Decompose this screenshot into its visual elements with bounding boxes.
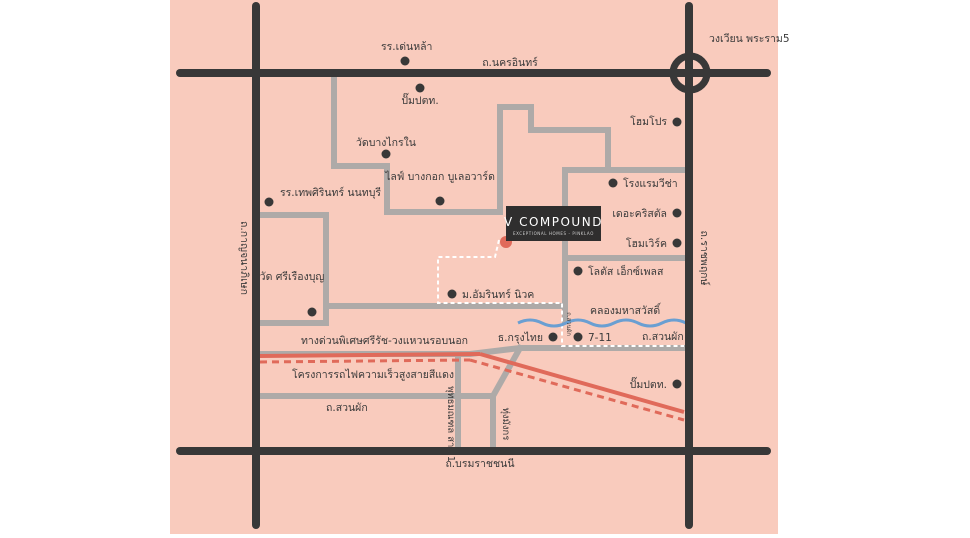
label-seven: 7-11 — [588, 332, 612, 344]
label-road-bottom: ถ.บรมราชชนนี — [445, 457, 514, 470]
dot-ravicha — [608, 178, 618, 188]
project-tagline: EXCEPTIONAL HOMES - PINKLAO — [513, 231, 594, 236]
label-soi-small: ถ.สวนผัก — [565, 312, 572, 336]
label-suan-phak-right: ถ.สวนผัก — [642, 331, 684, 343]
minor-road-center — [497, 104, 611, 215]
label-phutthamonthon: พุทธมณฑล สาย 1 — [445, 386, 456, 462]
label-lotus: โลตัส เอ็กซ์เพลส — [588, 264, 664, 278]
rail-dash-east — [469, 358, 685, 422]
dot-homepro — [672, 117, 682, 127]
minor-road-wat — [331, 70, 503, 215]
label-road-right: ถ.ราชพฤกษ์ — [698, 231, 711, 286]
label-krungthai: ธ.กรุงไทย — [498, 331, 543, 344]
label-ravicha: โรงแรมวีช่า — [623, 177, 678, 190]
label-pump2: ปั๊มปตท. — [630, 376, 667, 391]
label-road-top: ถ.นครอินทร์ — [482, 56, 538, 69]
canal-line — [517, 318, 687, 328]
map-canvas: V COMPOUND EXCEPTIONAL HOMES - PINKLAO ถ… — [170, 0, 790, 534]
route-path — [437, 239, 684, 347]
label-crystal: เดอะคริสตัล — [612, 208, 667, 220]
label-suan-phak-left: ถ.สวนผัก — [326, 402, 368, 414]
dot-tenla — [400, 56, 410, 66]
label-tenla: รร.เด่นหล้า — [381, 41, 432, 53]
dot-seven — [573, 332, 583, 342]
dot-amarin — [447, 289, 457, 299]
dot-krungthai — [548, 332, 558, 342]
dot-lotus — [573, 266, 583, 276]
dot-pump1 — [415, 83, 425, 93]
map-background — [170, 0, 778, 534]
dot-homework — [672, 238, 682, 248]
label-thepsirin: รร.เทพศิรินทร์ นนทบุรี — [280, 186, 381, 199]
roundabout — [669, 52, 711, 94]
label-expressway: ทางด่วนพิเศษศรีรัช-วงแหวนรอบนอก — [301, 334, 468, 347]
label-thung-mangkon: ทุ่งมังกร — [500, 408, 511, 441]
minor-roads — [253, 70, 687, 453]
dot-thepsirin — [264, 197, 274, 207]
location-map: V COMPOUND EXCEPTIONAL HOMES - PINKLAO ถ… — [170, 0, 790, 534]
label-wat-bang-krai: วัดบางไกรใน — [356, 136, 416, 149]
place-markers — [264, 56, 682, 389]
project-logo-background — [506, 206, 601, 241]
label-homework: โฮมเวิร์ค — [626, 237, 667, 250]
dot-pump2 — [672, 379, 682, 389]
dot-lifestyle — [435, 196, 445, 206]
label-circle-line1: วงเวียน พระราม5 — [709, 32, 790, 45]
dot-wat-sri-rueang — [307, 307, 317, 317]
label-road-left: ถ.กาญจนาภิเษก — [238, 221, 250, 295]
label-rail: โครงการรถไฟความเร็วสูงสายสีแดง — [292, 367, 454, 381]
rail-line-west — [259, 352, 481, 358]
label-homepro: โฮมโปร — [630, 115, 667, 128]
minor-road-thepsirin — [253, 212, 329, 326]
project-logo-box: V COMPOUND EXCEPTIONAL HOMES - PINKLAO — [504, 206, 603, 241]
project-name: V COMPOUND — [504, 215, 603, 229]
label-amarin: ม.อัมรินทร์ นิวค — [462, 288, 534, 301]
minor-road-east — [562, 167, 687, 323]
dot-wat-bang-krai — [381, 149, 391, 159]
label-wat-sri-rueang: วัด ศรีเรืองบุญ — [260, 270, 325, 283]
label-canal: คลองมหาสวัสดิ์ — [590, 302, 662, 317]
rail-line-east — [479, 352, 685, 414]
dot-crystal — [672, 208, 682, 218]
label-lifestyle: ไลฟ์ บางกอก บูเลอวาร์ด — [384, 170, 495, 183]
label-pump1: ปั๊มปตท. — [401, 92, 438, 107]
